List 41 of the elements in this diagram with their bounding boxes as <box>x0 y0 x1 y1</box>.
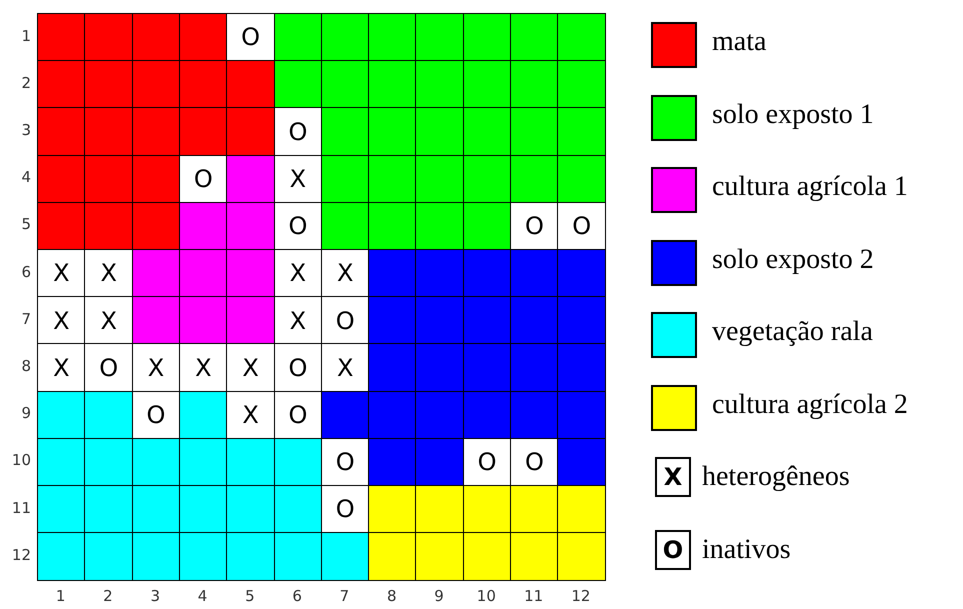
column-number: 3 <box>149 587 162 606</box>
map-cell: O <box>84 343 134 392</box>
map-cell: X <box>37 343 86 392</box>
column-number: 9 <box>433 587 445 606</box>
legend-label: cultura agrícola 1 <box>712 171 908 203</box>
row-number: 10 <box>12 451 31 470</box>
column-number: 5 <box>244 587 256 606</box>
row-number: 6 <box>21 262 31 281</box>
legend-label: cultura agrícola 2 <box>712 388 908 420</box>
row-number: 7 <box>21 310 31 328</box>
column-number: 8 <box>386 587 398 606</box>
row-number: 9 <box>21 404 31 422</box>
legend-label: inativos <box>702 534 791 566</box>
row-number: 4 <box>21 168 31 186</box>
column-number: 1 <box>54 587 66 606</box>
legend-label: vegetação rala <box>712 316 873 348</box>
column-number: 11 <box>523 587 544 606</box>
row-number: 12 <box>12 546 31 564</box>
row-number: 3 <box>21 121 31 139</box>
legend-symbol: X <box>655 457 691 497</box>
legend-label: solo exposto 1 <box>712 98 874 130</box>
legend-label: heterogêneos <box>702 461 850 493</box>
column-number: 12 <box>570 587 592 606</box>
row-number: 2 <box>21 74 31 92</box>
column-number: 7 <box>338 587 350 606</box>
column-number: 4 <box>196 587 208 606</box>
row-number: 11 <box>12 498 31 517</box>
map-cell: X <box>84 296 134 345</box>
map-cell: X <box>226 343 275 392</box>
row-number: 5 <box>21 215 31 234</box>
row-number: 8 <box>21 357 31 375</box>
column-number: 10 <box>476 587 497 606</box>
legend-label: mata <box>712 26 766 58</box>
map-cell: O <box>557 202 606 250</box>
row-number: 1 <box>21 26 31 45</box>
column-number: 2 <box>102 587 114 606</box>
map-cell: O <box>226 13 275 62</box>
legend-symbol: O <box>655 530 691 570</box>
map-cell: X <box>37 296 86 345</box>
column-number: 6 <box>291 587 303 606</box>
legend-label: solo exposto 2 <box>712 244 874 276</box>
